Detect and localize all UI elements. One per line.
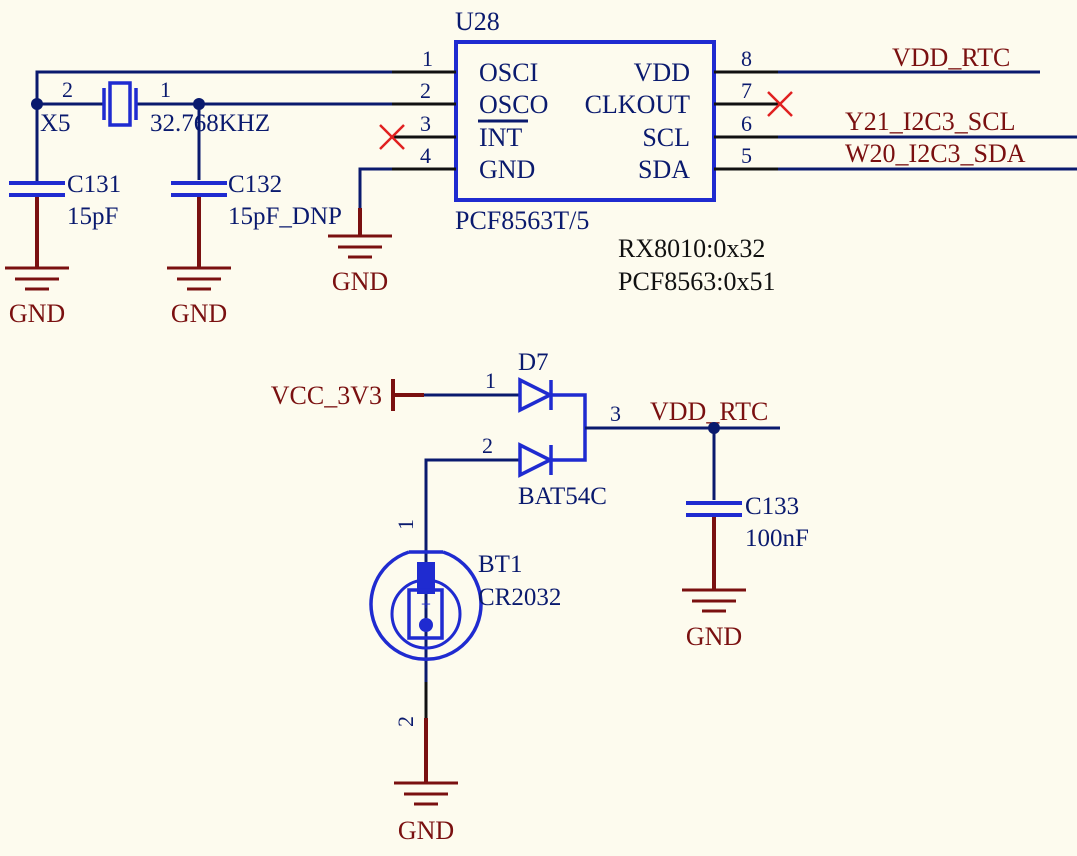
pin-number: 1 <box>393 519 418 530</box>
pin-name-vdd: VDD <box>634 58 690 87</box>
d7-part: BAT54C <box>518 483 607 510</box>
crystal-x5[interactable]: 2 1 X5 32.768KHZ <box>40 77 270 137</box>
c133-designator: C133 <box>745 493 799 520</box>
pin-name-clkout: CLKOUT <box>585 90 691 119</box>
pin-number: 1 <box>422 46 433 71</box>
d7-designator: D7 <box>518 349 549 376</box>
pin-name-int: INT <box>479 123 522 152</box>
pin-number: 8 <box>741 46 752 71</box>
c132-designator: C132 <box>228 171 282 198</box>
u28-designator: U28 <box>455 7 500 36</box>
pin-number: 2 <box>62 77 73 102</box>
junction-dot-icon <box>31 98 43 110</box>
no-connect-icon <box>379 124 405 150</box>
pin-number: 5 <box>741 143 752 168</box>
address-note: RX8010:0x32 <box>618 234 765 263</box>
power-port-vcc-3v3[interactable]: VCC_3V3 <box>271 379 424 411</box>
pin-name-scl: SCL <box>642 123 690 152</box>
pin-number: 1 <box>160 77 171 102</box>
gnd-label: GND <box>398 816 454 845</box>
crystal-icon <box>102 81 138 127</box>
pin-number: 3 <box>420 111 431 136</box>
net-label-sda: W20_I2C3_SDA <box>845 139 1026 168</box>
c131-value: 15pF <box>67 203 118 230</box>
pin-number: 2 <box>482 433 493 458</box>
ground-icon <box>682 588 746 613</box>
gnd-label: GND <box>9 299 65 328</box>
battery-minus-sign: - <box>423 648 429 668</box>
pin-name-osco: OSCO <box>479 90 548 119</box>
pin-number: 1 <box>485 368 496 393</box>
c133-value: 100nF <box>745 525 809 552</box>
capacitor-icon <box>171 181 227 197</box>
pin-number: 3 <box>610 401 621 426</box>
address-note: PCF8563:0x51 <box>618 267 776 296</box>
pin-number: 2 <box>393 716 418 727</box>
capacitor-c132[interactable]: C132 15pF_DNP <box>171 171 342 230</box>
c131-designator: C131 <box>67 171 121 198</box>
ground-icon <box>328 234 392 259</box>
u28-rtc-chip[interactable]: U28 PCF8563T/5 1 2 3 4 OSCI OSCO INT GND… <box>392 7 778 235</box>
gnd-label: GND <box>686 622 742 651</box>
gnd-label: GND <box>332 267 388 296</box>
pin-number: 6 <box>741 111 752 136</box>
capacitor-c131[interactable]: C131 15pF <box>9 171 121 230</box>
ground-icon <box>167 266 231 291</box>
net-label-vcc: VCC_3V3 <box>271 381 382 410</box>
capacitor-icon <box>9 180 65 197</box>
pin-name-sda: SDA <box>638 155 690 184</box>
battery-icon <box>369 550 483 661</box>
diode-icon <box>518 377 587 478</box>
pin-number: 7 <box>741 78 752 103</box>
battery-plus-sign: + <box>421 594 431 614</box>
net-label-vdd-rtc: VDD_RTC <box>892 43 1010 72</box>
pin-name-osci: OSCI <box>479 58 538 87</box>
net-label-vdd-rtc: VDD_RTC <box>650 397 768 426</box>
capacitor-c133[interactable]: C133 100nF <box>686 493 809 552</box>
x5-value: 32.768KHZ <box>150 110 270 137</box>
pin-number: 4 <box>420 143 431 168</box>
gnd-label: GND <box>171 299 227 328</box>
ground-icon <box>394 781 458 806</box>
ground-icon <box>5 266 69 291</box>
junction-dot-icon <box>193 98 205 110</box>
bt1-part: CR2032 <box>478 584 561 611</box>
no-connect-icon <box>767 91 793 117</box>
pin-number: 2 <box>420 78 431 103</box>
net-label-scl: Y21_I2C3_SCL <box>845 107 1015 136</box>
battery-bt1[interactable]: + - BT1 CR2032 1 2 <box>369 519 561 727</box>
u28-part-number: PCF8563T/5 <box>455 206 589 235</box>
pin-name-gnd: GND <box>479 155 535 184</box>
capacitor-icon <box>686 501 742 517</box>
c132-value: 15pF_DNP <box>228 203 342 230</box>
x5-designator: X5 <box>40 110 71 137</box>
bt1-designator: BT1 <box>478 551 522 578</box>
